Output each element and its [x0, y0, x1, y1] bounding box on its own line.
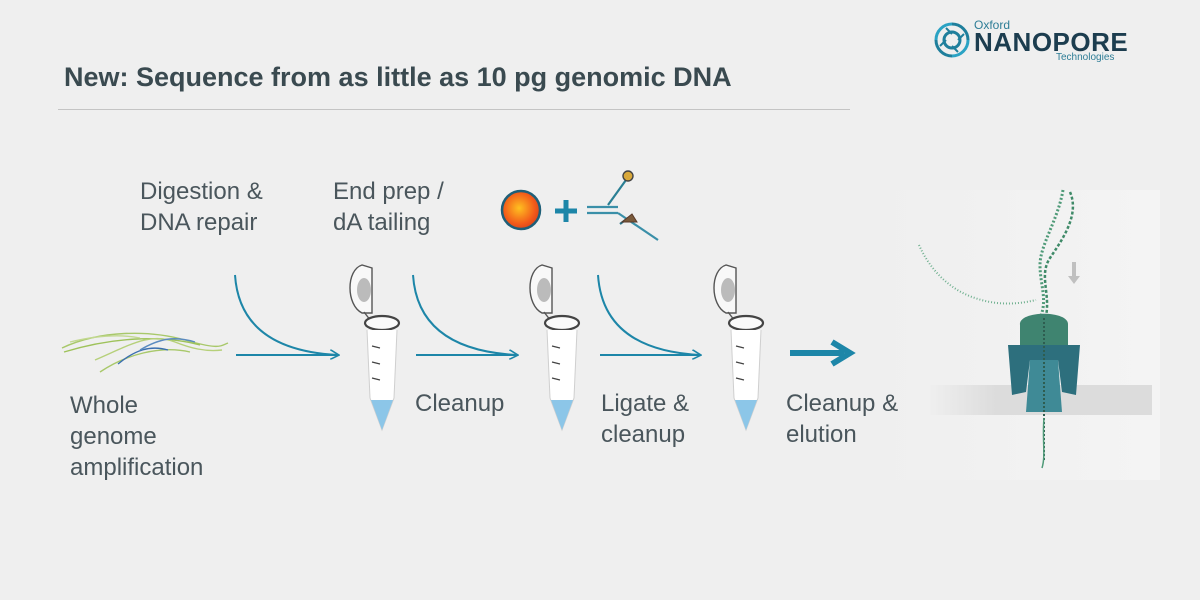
bead-icon: [500, 189, 542, 231]
title-divider: [58, 109, 850, 110]
logo-technologies: Technologies: [1056, 52, 1115, 63]
label-line: Ligate &: [601, 390, 690, 417]
logo-nanopore: NANOPORE: [974, 27, 1129, 57]
arrow-end-prep: [412, 274, 517, 355]
label-ligate: Ligate & cleanup: [601, 388, 689, 450]
label-line: Cleanup: [415, 390, 505, 417]
label-line: genome: [70, 423, 157, 450]
plus-icon: [555, 200, 577, 222]
label-line: amplification: [70, 454, 204, 481]
tube-icon-3: [713, 264, 765, 432]
nanopore-illustration: [880, 189, 1160, 480]
label-end-prep: End prep / dA tailing: [333, 176, 444, 238]
label-digestion: Digestion & DNA repair: [140, 176, 263, 238]
logo: Oxford NANOPORE Technologies: [930, 16, 1180, 68]
label-line: dA tailing: [333, 209, 431, 236]
arrow-ligate: [597, 274, 700, 355]
dna-strands-icon: [61, 332, 229, 373]
label-line: Cleanup &: [786, 390, 899, 417]
logo-oxford: Oxford: [974, 18, 1011, 32]
nanopore-swirl-icon: [934, 22, 970, 58]
label-line: Digestion &: [140, 178, 263, 205]
label-line: elution: [786, 421, 857, 448]
label-line: End prep /: [333, 178, 444, 205]
label-cleanup: Cleanup: [415, 388, 504, 419]
label-cleanup-elution: Cleanup & elution: [786, 388, 898, 450]
adapter-icon: [587, 170, 659, 241]
label-line: DNA repair: [140, 209, 258, 236]
label-whole-genome: Whole genome amplification: [70, 390, 203, 483]
page-title: New: Sequence from as little as 10 pg ge…: [64, 62, 732, 92]
arrow-digestion: [234, 274, 338, 355]
bold-arrow-icon: [790, 339, 856, 367]
tube-icon-1: [349, 264, 401, 432]
label-line: cleanup: [601, 421, 686, 448]
label-line: Whole: [70, 392, 139, 419]
tube-icon-2: [529, 264, 581, 432]
